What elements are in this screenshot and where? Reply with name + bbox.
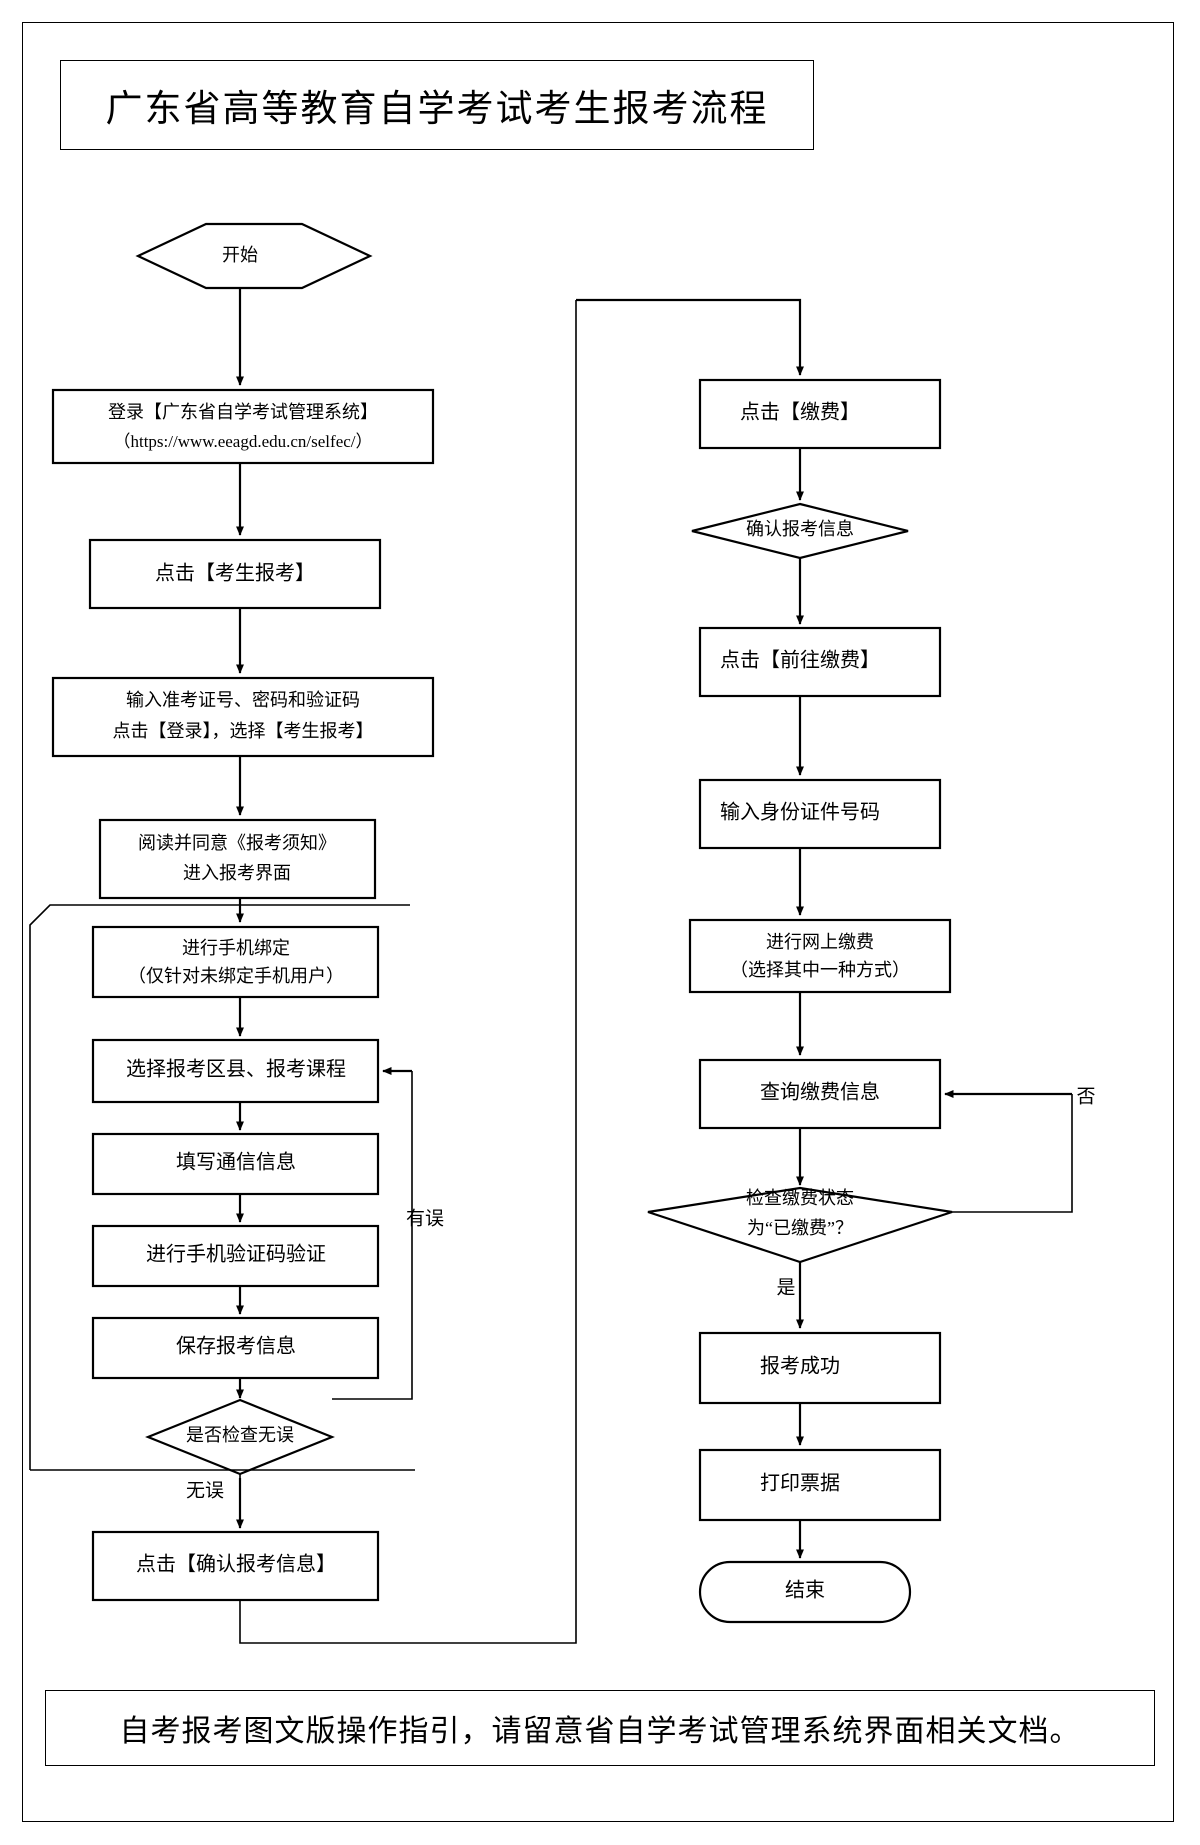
page-title: 广东省高等教育自学考试考生报考流程 <box>105 89 769 130</box>
node-enter-creds-label-1: 输入准考证号、密码和验证码 <box>126 690 360 710</box>
footer-note: 自考报考图文版操作指引，请留意省自学考试管理系统界面相关文档。 <box>119 1715 1081 1748</box>
edge-label-has-error: 有误 <box>406 1207 444 1229</box>
node-end-label: 结束 <box>785 1579 825 1602</box>
node-online-pay-label-2: （选择其中一种方式） <box>730 960 910 980</box>
node-end: 结束 <box>698 1560 912 1624</box>
node-verify-sms: 进行手机验证码验证 <box>91 1224 380 1288</box>
node-login: 登录【广东省自学考试管理系统】 （https://www.eeagd.edu.c… <box>51 388 435 465</box>
node-start: 开始 <box>135 222 373 290</box>
node-check-paid-label-1: 检查缴费状态 <box>746 1188 854 1208</box>
node-query-pay-label: 查询缴费信息 <box>760 1081 880 1104</box>
node-enter-creds-label-2: 点击【登录】，选择【考生报考】 <box>113 721 374 741</box>
node-read-notice-label-2: 进入报考界面 <box>183 863 291 883</box>
node-login-label-1: 登录【广东省自学考试管理系统】 <box>108 402 378 422</box>
loop-outer-left-path <box>29 904 410 1470</box>
node-confirm-apply-label: 确认报考信息 <box>746 519 854 539</box>
node-print-receipt: 打印票据 <box>698 1448 942 1522</box>
node-bind-phone-label-2: （仅针对未绑定手机用户） <box>128 966 344 986</box>
node-select-area-label: 选择报考区县、报考课程 <box>126 1058 346 1081</box>
node-bind-phone: 进行手机绑定 （仅针对未绑定手机用户） <box>91 925 380 999</box>
node-check-ok-label: 是否检查无误 <box>186 1425 294 1445</box>
node-goto-pay-label: 点击【前往缴费】 <box>720 649 880 672</box>
edge-confirm-to-pay-arrow <box>576 298 804 376</box>
footer-note-box: 自考报考图文版操作指引，请留意省自学考试管理系统界面相关文档。 <box>45 1690 1155 1766</box>
node-read-notice: 阅读并同意《报考须知》 进入报考界面 <box>98 818 377 900</box>
edge-no-return-path <box>952 1094 1073 1213</box>
node-click-apply-label: 点击【考生报考】 <box>155 562 315 585</box>
page-border <box>22 22 1174 1822</box>
node-login-label-2: （https://www.eeagd.edu.cn/selfec/） <box>113 432 372 451</box>
node-read-notice-label-1: 阅读并同意《报考须知》 <box>138 833 336 853</box>
node-start-label: 开始 <box>222 245 258 265</box>
edge-label-no-error: 无误 <box>186 1479 224 1501</box>
node-enter-id: 输入身份证件号码 <box>698 778 942 850</box>
node-confirm-info-label: 点击【确认报考信息】 <box>136 1553 336 1576</box>
node-enter-id-label: 输入身份证件号码 <box>720 801 880 824</box>
node-check-paid-label-2: 为“已缴费”？ <box>747 1218 853 1238</box>
node-confirm-info: 点击【确认报考信息】 <box>91 1530 380 1602</box>
node-check-paid: 检查缴费状态 为“已缴费”？ <box>647 1186 953 1264</box>
node-click-pay: 点击【缴费】 <box>698 378 942 450</box>
node-bind-phone-label-1: 进行手机绑定 <box>182 938 290 958</box>
title-box: 广东省高等教育自学考试考生报考流程 <box>60 60 814 150</box>
node-apply-success-label: 报考成功 <box>760 1355 840 1378</box>
node-fill-contact-label: 填写通信信息 <box>176 1151 296 1174</box>
node-confirm-apply: 确认报考信息 <box>691 502 909 560</box>
node-save-info: 保存报考信息 <box>91 1316 380 1380</box>
node-print-receipt-label: 打印票据 <box>760 1472 840 1495</box>
edge-label-no: 否 <box>1076 1086 1095 1107</box>
node-online-pay-label-1: 进行网上缴费 <box>766 932 874 952</box>
edge-label-yes: 是 <box>776 1277 795 1298</box>
node-check-ok: 是否检查无误 <box>145 1398 335 1476</box>
node-click-apply: 点击【考生报考】 <box>88 538 382 610</box>
node-select-area: 选择报考区县、报考课程 <box>91 1038 380 1104</box>
edge-error-return-path <box>332 1071 413 1400</box>
node-fill-contact: 填写通信信息 <box>91 1132 380 1196</box>
node-goto-pay: 点击【前往缴费】 <box>698 626 942 698</box>
node-enter-creds: 输入准考证号、密码和验证码 点击【登录】，选择【考生报考】 <box>51 676 435 758</box>
node-query-pay: 查询缴费信息 <box>698 1058 942 1130</box>
node-click-pay-label: 点击【缴费】 <box>740 401 860 424</box>
node-online-pay: 进行网上缴费 （选择其中一种方式） <box>688 918 952 994</box>
node-verify-sms-label: 进行手机验证码验证 <box>146 1243 326 1266</box>
node-save-info-label: 保存报考信息 <box>176 1335 296 1358</box>
node-apply-success: 报考成功 <box>698 1331 942 1405</box>
edge-confirm-to-pay-path <box>239 300 577 1644</box>
